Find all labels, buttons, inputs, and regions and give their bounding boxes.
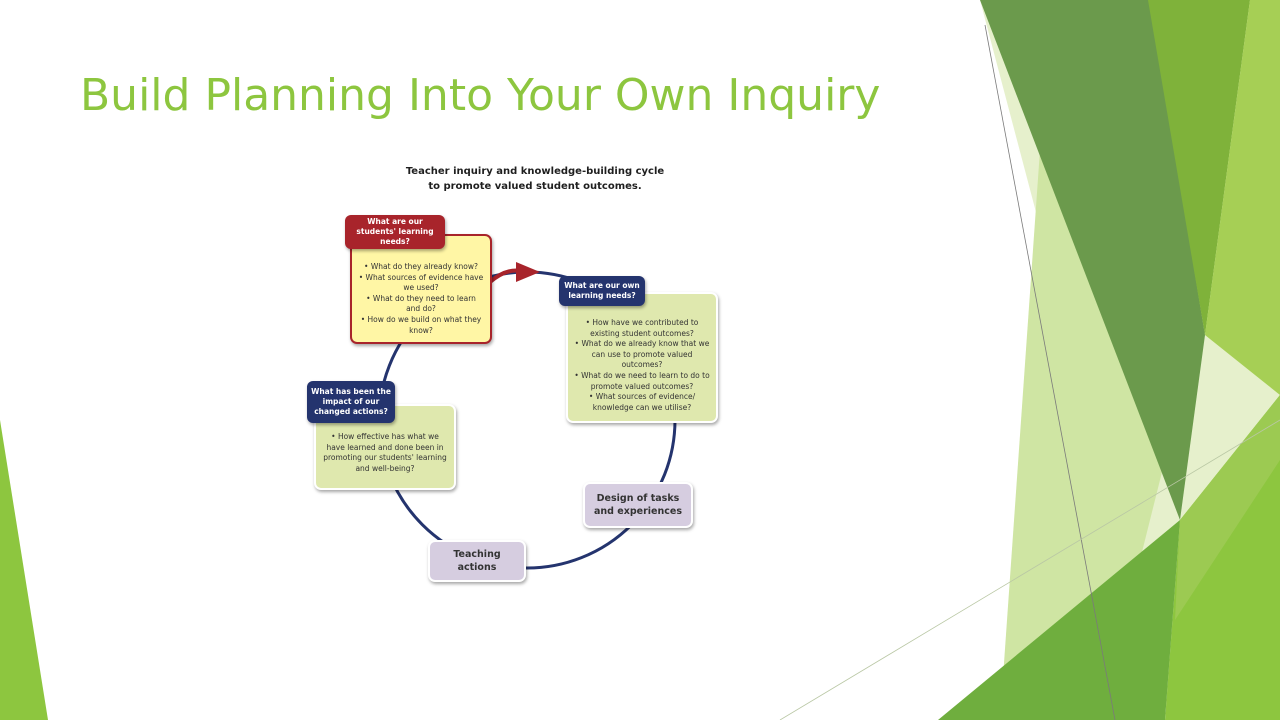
facet-dark: [980, 0, 1205, 520]
own-needs-item: What do we already know that we can use …: [574, 339, 710, 371]
design-step: Design of tasks and experiences: [583, 482, 693, 528]
own-needs-list: How have we contributed to existing stud…: [568, 318, 716, 413]
facet-streak: [1175, 395, 1280, 620]
impact-item: How effective has what we have learned a…: [322, 432, 448, 474]
own-needs-item: How have we contributed to existing stud…: [574, 318, 710, 339]
students-needs-item: What do they need to learn and do?: [358, 294, 484, 315]
facet-lower-mid: [938, 520, 1180, 720]
left-edge-facet: [0, 420, 48, 720]
students-needs-list: What do they already know? What sources …: [352, 262, 490, 336]
slide-title: Build Planning Into Your Own Inquiry: [80, 70, 881, 121]
diagram-title-line-1: Teacher inquiry and knowledge-building c…: [405, 166, 665, 177]
students-needs-box: What do they already know? What sources …: [350, 234, 492, 344]
students-needs-item: What do they already know?: [358, 262, 484, 273]
cycle-arrowhead-icon: [516, 262, 540, 282]
impact-list: How effective has what we have learned a…: [316, 432, 454, 474]
own-needs-item: What sources of evidence/ knowledge can …: [574, 392, 710, 413]
students-needs-item: How do we build on what they know?: [358, 315, 484, 336]
thin-line-b: [779, 419, 1280, 720]
facet-bright: [1205, 0, 1280, 395]
students-needs-header: What are our students' learning needs?: [345, 215, 445, 249]
students-needs-item: What sources of evidence have we used?: [358, 273, 484, 294]
own-needs-item: What do we need to learn to do to promot…: [574, 371, 710, 392]
teaching-step: Teaching actions: [428, 540, 526, 582]
own-needs-header: What are our own learning needs?: [559, 276, 645, 306]
facet-mid: [1148, 0, 1250, 335]
facet-pale: [1000, 150, 1190, 720]
thin-line-a: [984, 24, 1116, 720]
diagram-title: Teacher inquiry and knowledge-building c…: [340, 164, 730, 194]
diagram-title-line-2: to promote valued student outcomes.: [428, 181, 642, 192]
own-needs-box: How have we contributed to existing stud…: [566, 292, 718, 423]
impact-header: What has been the impact of our changed …: [307, 381, 395, 423]
